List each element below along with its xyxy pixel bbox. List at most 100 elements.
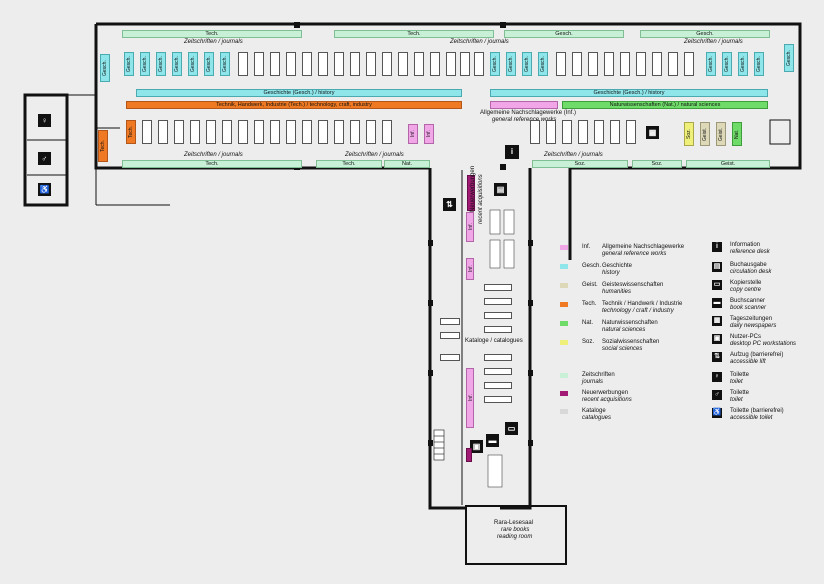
reading-table (652, 52, 662, 76)
shelf-geist: Geist. (716, 122, 726, 146)
catalogue-shelf (484, 396, 512, 403)
band-history-right: Geschichte (Gesch.) / history (490, 89, 768, 97)
reading-table (588, 52, 598, 76)
legend-swatch-gesch (560, 264, 568, 269)
shelf-gesch: Gesch. (522, 52, 532, 76)
legend-service-en: circulation desk (730, 269, 772, 275)
legend-code: Geist. (582, 282, 598, 288)
legend-swatch-journals (560, 373, 568, 378)
shelf-gesch: Gesch. (538, 52, 548, 76)
reading-table (530, 120, 540, 144)
shelf-gesch: Gesch. (784, 44, 794, 72)
reading-table (414, 52, 424, 76)
reading-table (398, 52, 408, 76)
legend-service-de: Toilette (barrierefrei) (730, 408, 784, 414)
legend-code: Inf. (582, 244, 591, 250)
shelf-soz: Soz. (684, 122, 694, 146)
reading-table (174, 120, 184, 144)
shelf-gesch: Gesch. (490, 52, 500, 76)
shelf-gesch: Gesch. (204, 52, 214, 76)
reading-table (366, 52, 376, 76)
legend-service-en: accessible lift (730, 359, 766, 365)
legend-de: Geschichte (602, 263, 633, 269)
reading-table (254, 52, 264, 76)
reading-table (318, 52, 328, 76)
catalogue-shelf (484, 326, 512, 333)
legend-de: Sozialwissenschaften (602, 339, 660, 345)
shelf-recent-acquisitions (466, 448, 472, 462)
toilet-icon: ♀ (38, 114, 51, 127)
catalogue-shelf (484, 312, 512, 319)
strip-tech-bottom-a: Tech. (122, 160, 302, 168)
catalogue-shelf (484, 284, 512, 291)
legend-de: Neuerwerbungen (582, 390, 629, 396)
strip-tech-top-mid: Tech. (334, 30, 494, 38)
legend-service-de: Buchausgabe (730, 262, 767, 268)
circulation-icon: ▤ (494, 183, 507, 196)
legend-service-en: toilet (730, 379, 743, 385)
legend: Inf. Allgemeine Nachschlagewerke general… (560, 240, 810, 430)
scanner-icon: ▬ (712, 298, 722, 308)
legend-de: Geisteswissenschaften (602, 282, 664, 288)
strip-tech-top-left: Tech. (122, 30, 302, 38)
reading-table (350, 120, 360, 144)
reference-subtitle: general reference works (492, 117, 557, 123)
legend-service-en: accessible toilet (730, 415, 773, 421)
catalogue-shelf (440, 318, 460, 325)
info-icon: i (712, 242, 722, 252)
shelf-tech: Tech. (126, 120, 136, 144)
reading-table (620, 52, 630, 76)
shelf-inf: Inf. (408, 124, 418, 144)
shelf-gesch: Gesch. (124, 52, 134, 76)
catalogue-shelf (484, 354, 512, 361)
legend-service-de: Aufzug (barrierefrei) (730, 352, 784, 358)
shelf-gesch: Gesch. (188, 52, 198, 76)
reading-table (334, 120, 344, 144)
shelf-inf: Inf. (466, 368, 474, 428)
legend-service-en: desktop PC workstations (730, 341, 797, 347)
shelf-gesch: Gesch. (722, 52, 732, 76)
legend-en: technology / craft / industry (602, 308, 674, 314)
strip-geist-bottom: Geist. (686, 160, 770, 168)
inner-walls (27, 94, 791, 505)
legend-en: humanities (602, 289, 632, 295)
legend-code: Gesch. (582, 263, 602, 269)
shelf-gesch: Gesch. (706, 52, 716, 76)
reading-table (474, 52, 484, 76)
legend-en: journals (582, 379, 604, 385)
legend-swatch-soz (560, 340, 568, 345)
pc-icon: ▣ (712, 334, 722, 344)
shelf-gesch: Gesch. (172, 52, 182, 76)
legend-service-de: Nutzer-PCs (730, 334, 762, 340)
reading-table (350, 52, 360, 76)
journals-label-top-mid: Zeitschriften / journals (450, 39, 509, 45)
scanner-icon: ▬ (486, 434, 499, 447)
catalogue-shelf (484, 368, 512, 375)
legend-service-en: book scanner (730, 305, 767, 311)
corridor-tables (487, 209, 515, 488)
journals-label-bottom-mid: Zeitschriften / journals (345, 152, 404, 158)
catalogues-label: Kataloge / catalogues (465, 338, 523, 344)
catalogue-shelf (460, 52, 470, 76)
rare-books-title: Rara-Lesesaal (494, 520, 534, 526)
shelf-gesch: Gesch. (754, 52, 764, 76)
strip-tech-bottom-b: Tech. (316, 160, 382, 168)
journals-label-top-right: Zeitschriften / journals (684, 39, 743, 45)
reading-table (286, 52, 296, 76)
legend-service-en: copy centre (730, 287, 762, 293)
shelf-nat: Nat. (732, 122, 742, 146)
legend-en: history (602, 270, 620, 276)
info-icon[interactable]: i (505, 145, 519, 159)
legend-de: Zeitschriften (582, 372, 615, 378)
legend-en: catalogues (582, 415, 612, 421)
legend-service-en: daily newspapers (730, 323, 777, 329)
reading-table (668, 52, 678, 76)
reading-table (238, 120, 248, 144)
accessible-toilet-icon: ♿ (38, 183, 51, 196)
legend-en: recent acquisitions (582, 397, 632, 403)
reading-table (382, 120, 392, 144)
legend-de: Kataloge (582, 408, 606, 414)
legend-service-en: toilet (730, 397, 743, 403)
strip-nat-bottom: Nat. (384, 160, 430, 168)
journals-label-top-left: Zeitschriften / journals (184, 39, 243, 45)
